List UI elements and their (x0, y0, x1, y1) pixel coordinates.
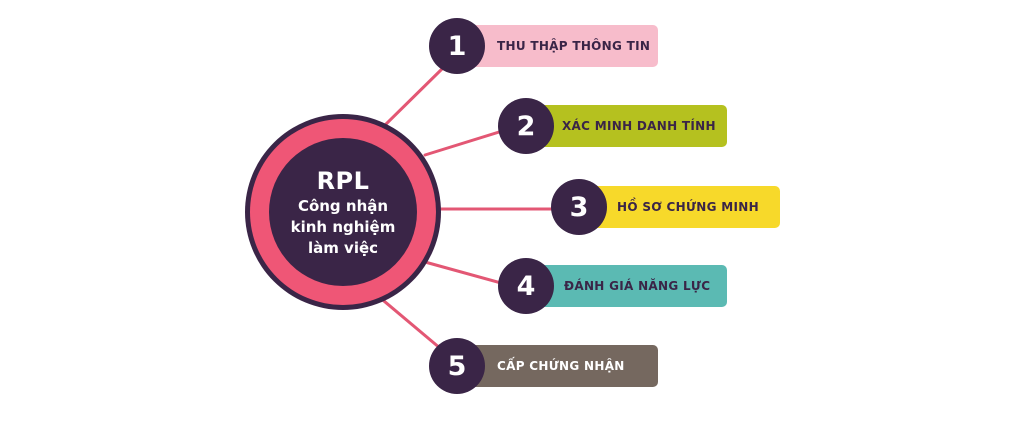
step-4-number-badge: 4 (498, 258, 554, 314)
connector-step-4 (423, 260, 514, 288)
step-1-label-text: THU THẬP THÔNG TIN (497, 39, 651, 53)
hub-line-1: Công nhận (297, 196, 389, 215)
step-5-number-badge: 5 (429, 338, 485, 394)
step-5-label: CẤP CHỨNG NHẬN (455, 345, 658, 387)
connector-step-5 (376, 294, 449, 356)
hub-line-2: kinh nghiệm (290, 217, 396, 236)
step-4-label-text: ĐÁNH GIÁ NĂNG LỰC (564, 279, 711, 293)
step-1-number-badge: 1 (429, 18, 485, 74)
step-3-label: HỒ SƠ CHỨNG MINH (577, 186, 780, 228)
step-2-label: XÁC MINH DANH TÍNH (524, 105, 727, 147)
step-3-label-text: HỒ SƠ CHỨNG MINH (617, 200, 759, 214)
step-4-label: ĐÁNH GIÁ NĂNG LỰC (524, 265, 727, 307)
hub-text: RPL Công nhận kinh nghiệm làm việc (245, 114, 441, 310)
hub-line-3: làm việc (307, 238, 379, 257)
connector-step-2 (423, 126, 514, 157)
step-5-label-text: CẤP CHỨNG NHẬN (497, 359, 625, 373)
hub-title: RPL (316, 166, 370, 195)
hub-inner (269, 138, 417, 286)
step-1-label: THU THẬP THÔNG TIN (455, 25, 658, 67)
step-2-label-text: XÁC MINH DANH TÍNH (562, 119, 716, 133)
connector-step-1 (378, 64, 447, 132)
hub-circle: RPL Công nhận kinh nghiệm làm việc (245, 114, 441, 310)
step-3-number-badge: 3 (551, 179, 607, 235)
step-2-number-badge: 2 (498, 98, 554, 154)
